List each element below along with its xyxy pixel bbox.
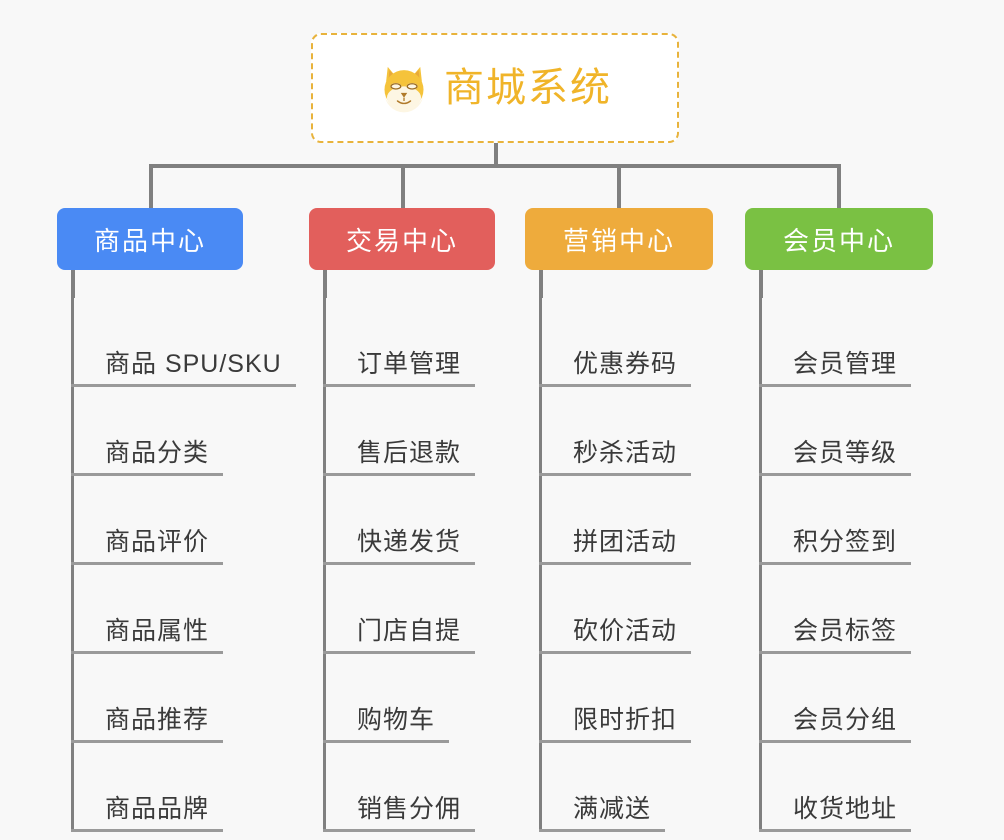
leaf-label: 秒杀活动 [539, 441, 692, 476]
leaf-item[interactable]: 商品评价 [71, 476, 296, 565]
connector-drop-1 [149, 164, 153, 210]
leaf-label: 销售分佣 [323, 797, 476, 832]
leaf-item[interactable]: 拼团活动 [539, 476, 713, 565]
leaf-label: 售后退款 [323, 441, 476, 476]
leaf-item[interactable]: 会员等级 [759, 387, 933, 476]
category-stem-product [71, 270, 75, 298]
category-column-trade: 交易中心 订单管理 售后退款 快递发货 门店自提 购物车 销售分佣 [309, 208, 495, 832]
leaf-label: 订单管理 [323, 352, 476, 387]
leaf-label: 会员标签 [759, 619, 912, 654]
leaf-item[interactable]: 商品分类 [71, 387, 296, 476]
category-header-member[interactable]: 会员中心 [745, 208, 933, 270]
leaf-spine-trade [323, 298, 326, 832]
leaf-label: 会员等级 [759, 441, 912, 476]
shiba-dog-face-icon [384, 66, 424, 113]
leaf-label: 收货地址 [759, 797, 912, 832]
leaf-item[interactable]: 商品品牌 [71, 743, 296, 832]
leaf-list-trade: 订单管理 售后退款 快递发货 门店自提 购物车 销售分佣 [309, 298, 495, 832]
category-stem-member [759, 270, 763, 298]
leaf-label: 满减送 [539, 797, 666, 832]
leaf-item[interactable]: 会员标签 [759, 565, 933, 654]
leaf-item[interactable]: 商品属性 [71, 565, 296, 654]
leaf-label: 限时折扣 [539, 708, 692, 743]
connector-root-vertical [494, 143, 498, 168]
category-column-marketing: 营销中心 优惠券码 秒杀活动 拼团活动 砍价活动 限时折扣 满减送 [525, 208, 713, 832]
category-stem-marketing [539, 270, 543, 298]
category-column-product: 商品中心 商品 SPU/SKU 商品分类 商品评价 商品属性 商品推荐 商品品牌 [57, 208, 296, 832]
leaf-label: 购物车 [323, 708, 450, 743]
category-column-member: 会员中心 会员管理 会员等级 积分签到 会员标签 会员分组 收货地址 [745, 208, 933, 832]
leaf-label: 快递发货 [323, 530, 476, 565]
leaf-item[interactable]: 门店自提 [323, 565, 495, 654]
leaf-item[interactable]: 砍价活动 [539, 565, 713, 654]
connector-drop-2 [401, 164, 405, 210]
leaf-label: 商品评价 [71, 530, 224, 565]
leaf-item[interactable]: 订单管理 [323, 298, 495, 387]
root-title: 商城系统 [444, 66, 612, 110]
leaf-label: 会员分组 [759, 708, 912, 743]
leaf-spine-member [759, 298, 762, 832]
category-header-marketing[interactable]: 营销中心 [525, 208, 713, 270]
leaf-item[interactable]: 售后退款 [323, 387, 495, 476]
leaf-item[interactable]: 快递发货 [323, 476, 495, 565]
leaf-spine-product [71, 298, 74, 832]
leaf-label: 门店自提 [323, 619, 476, 654]
leaf-label: 砍价活动 [539, 619, 692, 654]
leaf-item[interactable]: 满减送 [539, 743, 713, 832]
leaf-item[interactable]: 秒杀活动 [539, 387, 713, 476]
leaf-item[interactable]: 优惠券码 [539, 298, 713, 387]
leaf-item[interactable]: 商品 SPU/SKU [71, 298, 296, 387]
leaf-spine-marketing [539, 298, 542, 832]
leaf-label: 优惠券码 [539, 352, 692, 387]
leaf-item[interactable]: 购物车 [323, 654, 495, 743]
leaf-list-member: 会员管理 会员等级 积分签到 会员标签 会员分组 收货地址 [745, 298, 933, 832]
category-stem-trade [323, 270, 327, 298]
leaf-label: 商品 SPU/SKU [71, 352, 296, 387]
connector-horizontal-bus [149, 164, 841, 168]
leaf-label: 商品分类 [71, 441, 224, 476]
connector-drop-3 [617, 164, 621, 210]
leaf-label: 拼团活动 [539, 530, 692, 565]
leaf-item[interactable]: 限时折扣 [539, 654, 713, 743]
leaf-item[interactable]: 会员管理 [759, 298, 933, 387]
leaf-label: 会员管理 [759, 352, 912, 387]
leaf-list-product: 商品 SPU/SKU 商品分类 商品评价 商品属性 商品推荐 商品品牌 [57, 298, 296, 832]
connector-drop-4 [837, 164, 841, 210]
leaf-label: 积分签到 [759, 530, 912, 565]
leaf-item[interactable]: 销售分佣 [323, 743, 495, 832]
leaf-list-marketing: 优惠券码 秒杀活动 拼团活动 砍价活动 限时折扣 满减送 [525, 298, 713, 832]
leaf-item[interactable]: 收货地址 [759, 743, 933, 832]
leaf-label: 商品属性 [71, 619, 224, 654]
leaf-item[interactable]: 积分签到 [759, 476, 933, 565]
category-header-trade[interactable]: 交易中心 [309, 208, 495, 270]
leaf-item[interactable]: 商品推荐 [71, 654, 296, 743]
leaf-item[interactable]: 会员分组 [759, 654, 933, 743]
category-header-product[interactable]: 商品中心 [57, 208, 243, 270]
leaf-label: 商品品牌 [71, 797, 224, 832]
root-node[interactable]: 商城系统 [311, 33, 679, 143]
leaf-label: 商品推荐 [71, 708, 224, 743]
